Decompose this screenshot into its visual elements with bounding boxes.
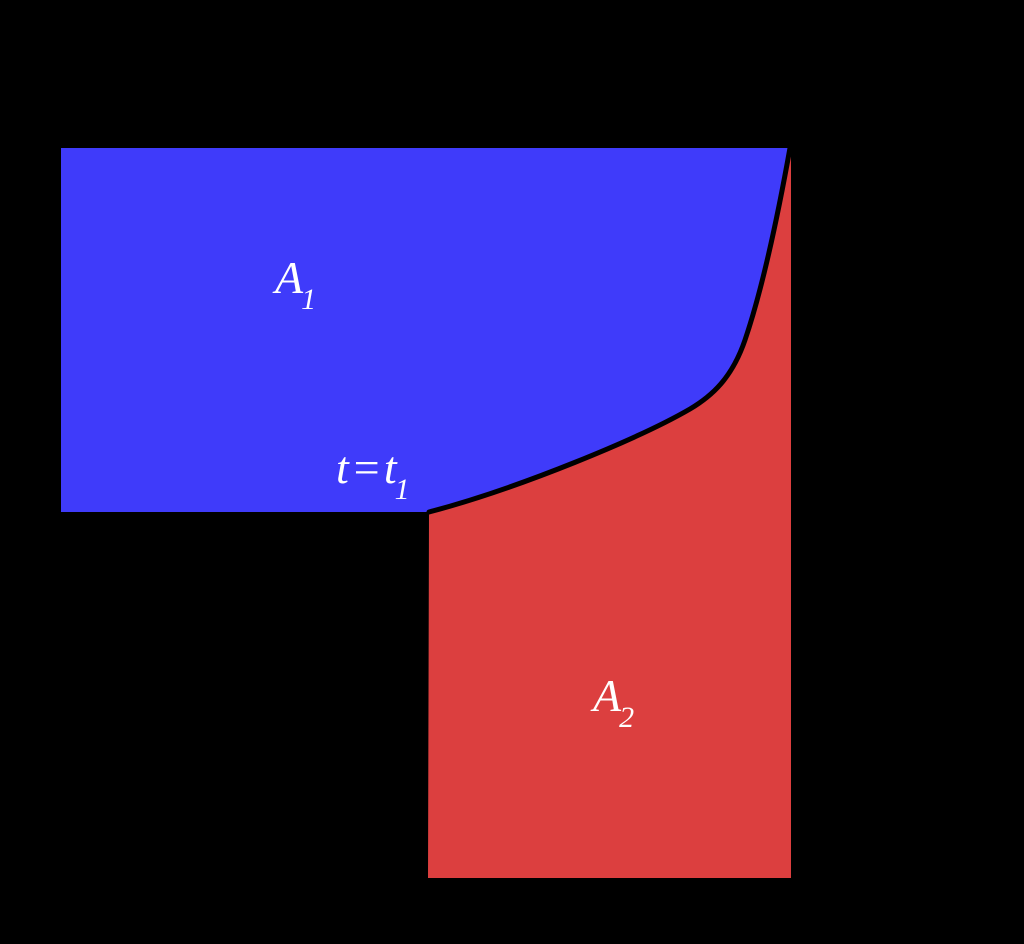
region-label-a2-main: A: [593, 670, 622, 721]
boundary-label-rhs-sub: 1: [394, 473, 410, 507]
region-label-a1-main: A: [275, 252, 304, 303]
boundary-label-t1: t=t1: [336, 442, 412, 505]
boundary-label-equals: =: [350, 442, 382, 493]
region-label-a2-sub: 2: [619, 701, 635, 735]
region-a1-shape: [61, 148, 790, 512]
region-a2-shape: [428, 148, 791, 878]
region-label-a1: A1: [275, 252, 318, 315]
boundary-label-lhs: t: [336, 442, 349, 493]
region-label-a2: A2: [593, 670, 636, 733]
boundary-curve-t1: [426, 145, 793, 515]
boundary-label-rhs-main: t: [383, 442, 397, 493]
region-label-a1-sub: 1: [301, 283, 317, 317]
